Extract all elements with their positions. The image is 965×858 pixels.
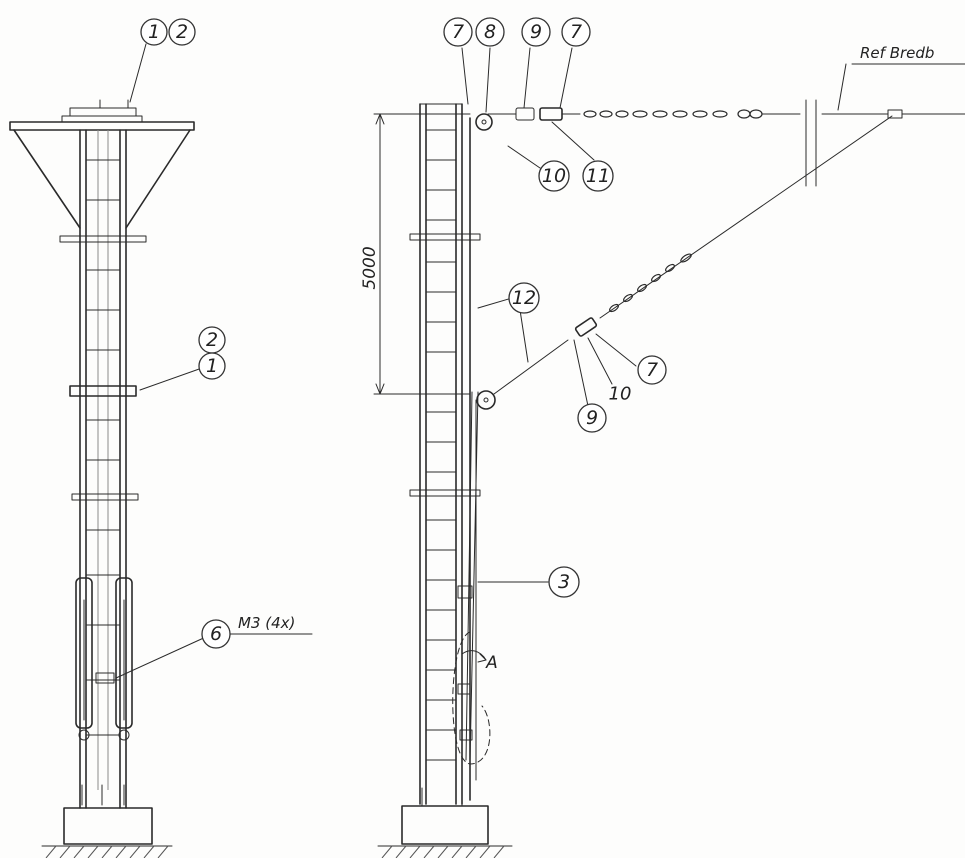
- dimension-5000: 5000: [360, 246, 380, 289]
- callout-label: 9: [530, 21, 542, 43]
- callout-label: 7: [570, 21, 582, 43]
- callout-9-right-mid: 9: [577, 403, 607, 433]
- callout-7-right-mid: 7: [637, 355, 667, 385]
- callout-1-left-mid: 1: [198, 352, 226, 380]
- callout-label: 7: [452, 21, 464, 43]
- callout-11-right-top: 11: [582, 160, 614, 192]
- callout-8-right-top: 8: [475, 17, 505, 47]
- callout-10-right-top: 10: [538, 160, 570, 192]
- callout-10-right-mid: 10: [609, 384, 632, 405]
- callout-label: 12: [512, 287, 536, 309]
- callout-label: 7: [646, 359, 658, 381]
- m3-note: M3 (4x): [238, 614, 295, 632]
- callout-12-right-mid: 12: [508, 282, 540, 314]
- callout-label: 2: [176, 21, 188, 43]
- callout-label: 6: [210, 623, 222, 645]
- detail-a-label: A: [485, 653, 498, 673]
- callout-label: 1: [206, 355, 218, 377]
- callout-2-left-mid: 2: [198, 326, 226, 354]
- callout-7-right-top: 7: [443, 17, 473, 47]
- callout-label: 8: [484, 21, 496, 43]
- callout-6-left-low: 6: [201, 619, 231, 649]
- right-tower-view: [373, 47, 965, 858]
- callout-3-right-low: 3: [548, 566, 580, 598]
- callout-label: 10: [542, 165, 566, 187]
- callout-label: 9: [586, 407, 598, 429]
- callout-2-left-top: 2: [168, 18, 196, 46]
- callout-label: 1: [148, 21, 160, 43]
- callout-9-right-top: 9: [521, 17, 551, 47]
- callout-label: 2: [206, 329, 218, 351]
- callout-label: 11: [586, 165, 610, 187]
- callout-1-left-top: 1: [140, 18, 168, 46]
- left-tower-view: [9, 43, 313, 858]
- callout-7b-right-top: 7: [561, 17, 591, 47]
- callout-label: 3: [558, 571, 570, 593]
- ref-note: Ref Bredb: [860, 44, 934, 62]
